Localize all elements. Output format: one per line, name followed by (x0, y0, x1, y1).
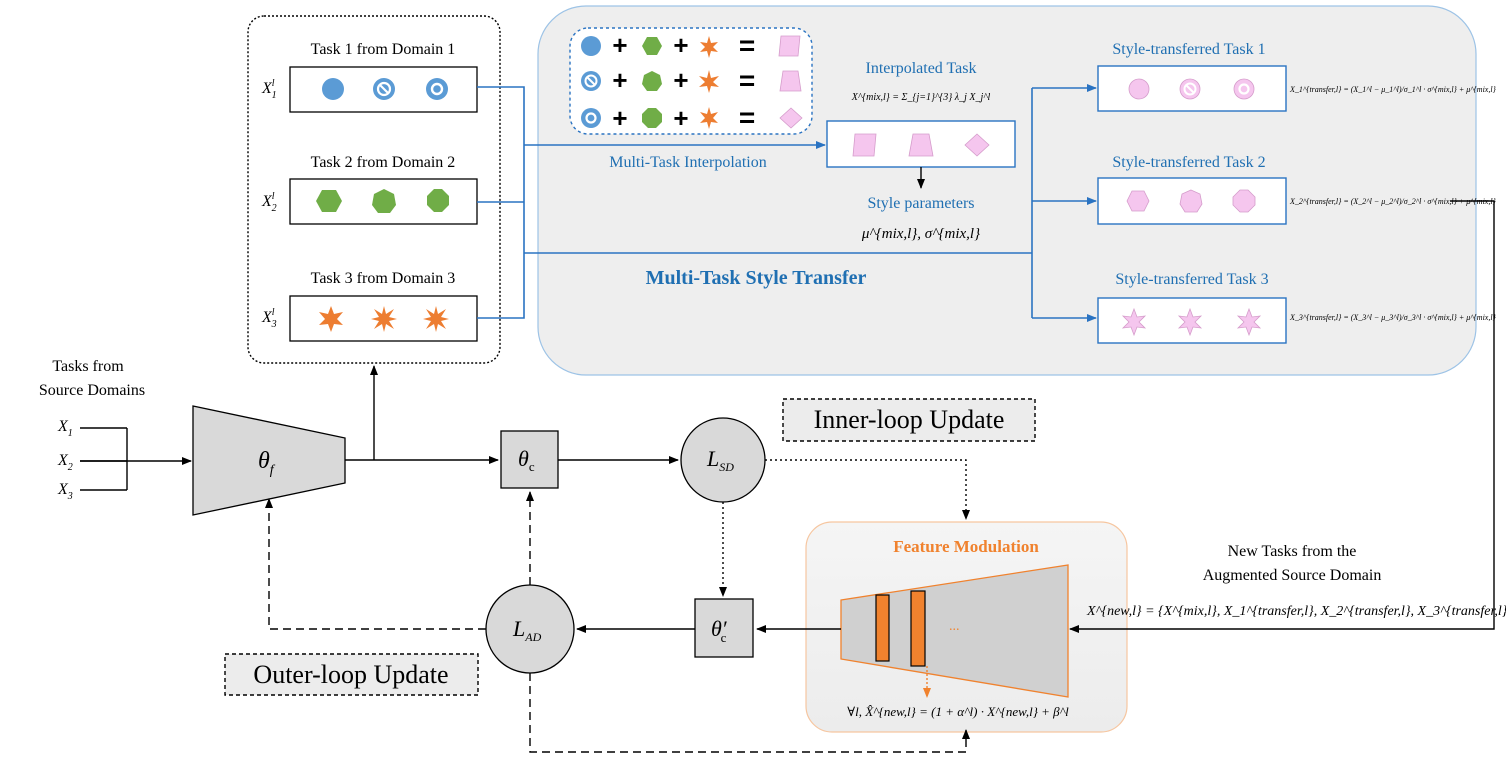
st-formula-1: X_1^{transfer,l} = (X_1^l − μ_1^l)/σ_1^l… (1289, 85, 1497, 94)
interpolation-panel (569, 27, 813, 135)
source-x2: X2 (57, 452, 73, 473)
theta-f-label: θf (258, 448, 276, 478)
task3-title: Task 3 from Domain 3 (311, 270, 456, 287)
updated-classifier-node (694, 598, 754, 658)
orange-star-icon (700, 36, 718, 58)
style-params-formula: μ^{mix,l}, σ^{mix,l} (861, 226, 980, 242)
source-merge-lines (80, 427, 192, 491)
inner-loop-label: Inner-loop Update (814, 405, 1005, 434)
st-task3-title: Style-transferred Task 3 (1115, 271, 1268, 288)
blue-ring-icon (581, 108, 601, 128)
pink-diamond-icon (964, 133, 990, 157)
pink-trapezoid-icon (908, 133, 934, 157)
interp-row-2: + + = (581, 65, 802, 96)
plus-sign: + (612, 103, 627, 133)
modulation-formula: ∀l, X̂^{new,l} = (1 + α^l) · X^{new,l} +… (847, 704, 1069, 719)
interpolation-formula: X^{mix,l} = Σ_{j=1}^{3} λ_j X_j^l (851, 92, 991, 103)
equals-sign: = (739, 30, 755, 61)
equals-sign: = (739, 102, 755, 133)
interp-row-1: + + = (581, 30, 801, 61)
plus-sign: + (612, 30, 627, 60)
style-transfer-title: Multi-Task Style Transfer (646, 267, 867, 289)
st-task1-title: Style-transferred Task 1 (1112, 41, 1265, 58)
augmented-loss-node (485, 584, 575, 674)
pink-heptagon-icon (1179, 189, 1203, 213)
source-x3: X3 (57, 481, 73, 502)
plus-sign: + (673, 65, 688, 95)
st-task2-title: Style-transferred Task 2 (1112, 154, 1265, 171)
st-formula-2: X_2^{transfer,l} = (X_2^l − μ_2^l)/σ_2^l… (1289, 197, 1497, 206)
theta-c-prime-label: θ′c (711, 616, 728, 645)
plus-sign: + (612, 65, 627, 95)
pink-ring-icon (1233, 78, 1255, 100)
outer-loop-label: Outer-loop Update (253, 660, 448, 689)
pink-parallelogram-icon (778, 35, 801, 57)
plus-sign: + (673, 103, 688, 133)
st-formula-3: X_3^{transfer,l} = (X_3^l − μ_3^l)/σ_3^l… (1289, 313, 1497, 322)
green-hexagon-icon (316, 190, 342, 212)
green-heptagon-icon (372, 189, 396, 213)
blue-ring-icon (426, 78, 448, 100)
style-params-title: Style parameters (867, 195, 974, 212)
classifier-node (500, 430, 559, 489)
layers-ellipsis: ... (949, 619, 960, 634)
modulated-network-shape (840, 564, 1069, 698)
interpolated-task-title: Interpolated Task (866, 60, 977, 77)
orange-star-icon (371, 306, 397, 332)
inner-loop-dotted (719, 459, 970, 597)
plus-sign: + (673, 30, 688, 60)
green-octagon-icon (642, 108, 662, 128)
orange-star-icon (423, 306, 449, 332)
source-title-line1: Tasks from (52, 358, 124, 375)
pink-star-icon (1236, 307, 1262, 337)
outer-loop-dashed (265, 491, 970, 753)
blue-circle-icon (322, 78, 344, 100)
interp-row-3: + + = (581, 102, 803, 133)
orange-star-icon (700, 107, 718, 129)
orange-star-icon (699, 70, 719, 93)
outer-loop-label-box (224, 653, 479, 696)
new-tasks-line1: New Tasks from the (1228, 543, 1357, 560)
theta-c-label: θc (518, 446, 535, 474)
pink-hexagon-icon (1126, 190, 1150, 212)
task2-title: Task 2 from Domain 2 (311, 154, 456, 171)
green-hexagon-icon (642, 37, 662, 55)
new-tasks-formula: X^{new,l} = {X^{mix,l}, X_1^{transfer,l}… (1086, 604, 1506, 619)
green-octagon-icon (427, 189, 449, 212)
green-heptagon-icon (642, 71, 662, 91)
modulation-layer-2 (910, 590, 926, 667)
lsd-label: LSD (706, 446, 734, 474)
interpolation-caption: Multi-Task Interpolation (609, 154, 767, 171)
task1-title: Task 1 from Domain 1 (311, 41, 456, 58)
pink-parallelogram-icon (852, 133, 877, 157)
pink-diamond-icon (779, 107, 803, 129)
equals-sign: = (739, 65, 755, 96)
new-tasks-line2: Augmented Source Domain (1203, 567, 1382, 584)
feature-extractor-node (192, 405, 346, 516)
source-x1: X1 (57, 418, 73, 439)
inner-loop-label-box (782, 398, 1036, 442)
task-connectors (477, 84, 1097, 322)
new-tasks-connector (1069, 200, 1495, 633)
feature-modulation-title: Feature Modulation (893, 537, 1039, 556)
pink-star-icon (1177, 307, 1203, 337)
pink-star-icon (1121, 307, 1147, 337)
source-title-line2: Source Domains (39, 382, 145, 399)
modulation-layer-1 (875, 594, 890, 662)
pink-octagon-icon (1232, 189, 1256, 213)
lad-label: LAD (512, 616, 542, 644)
pink-circle-icon (1128, 78, 1150, 100)
orange-star-icon (319, 306, 343, 332)
pink-trapezoid-icon (779, 70, 802, 92)
blue-circle-icon (581, 36, 601, 56)
